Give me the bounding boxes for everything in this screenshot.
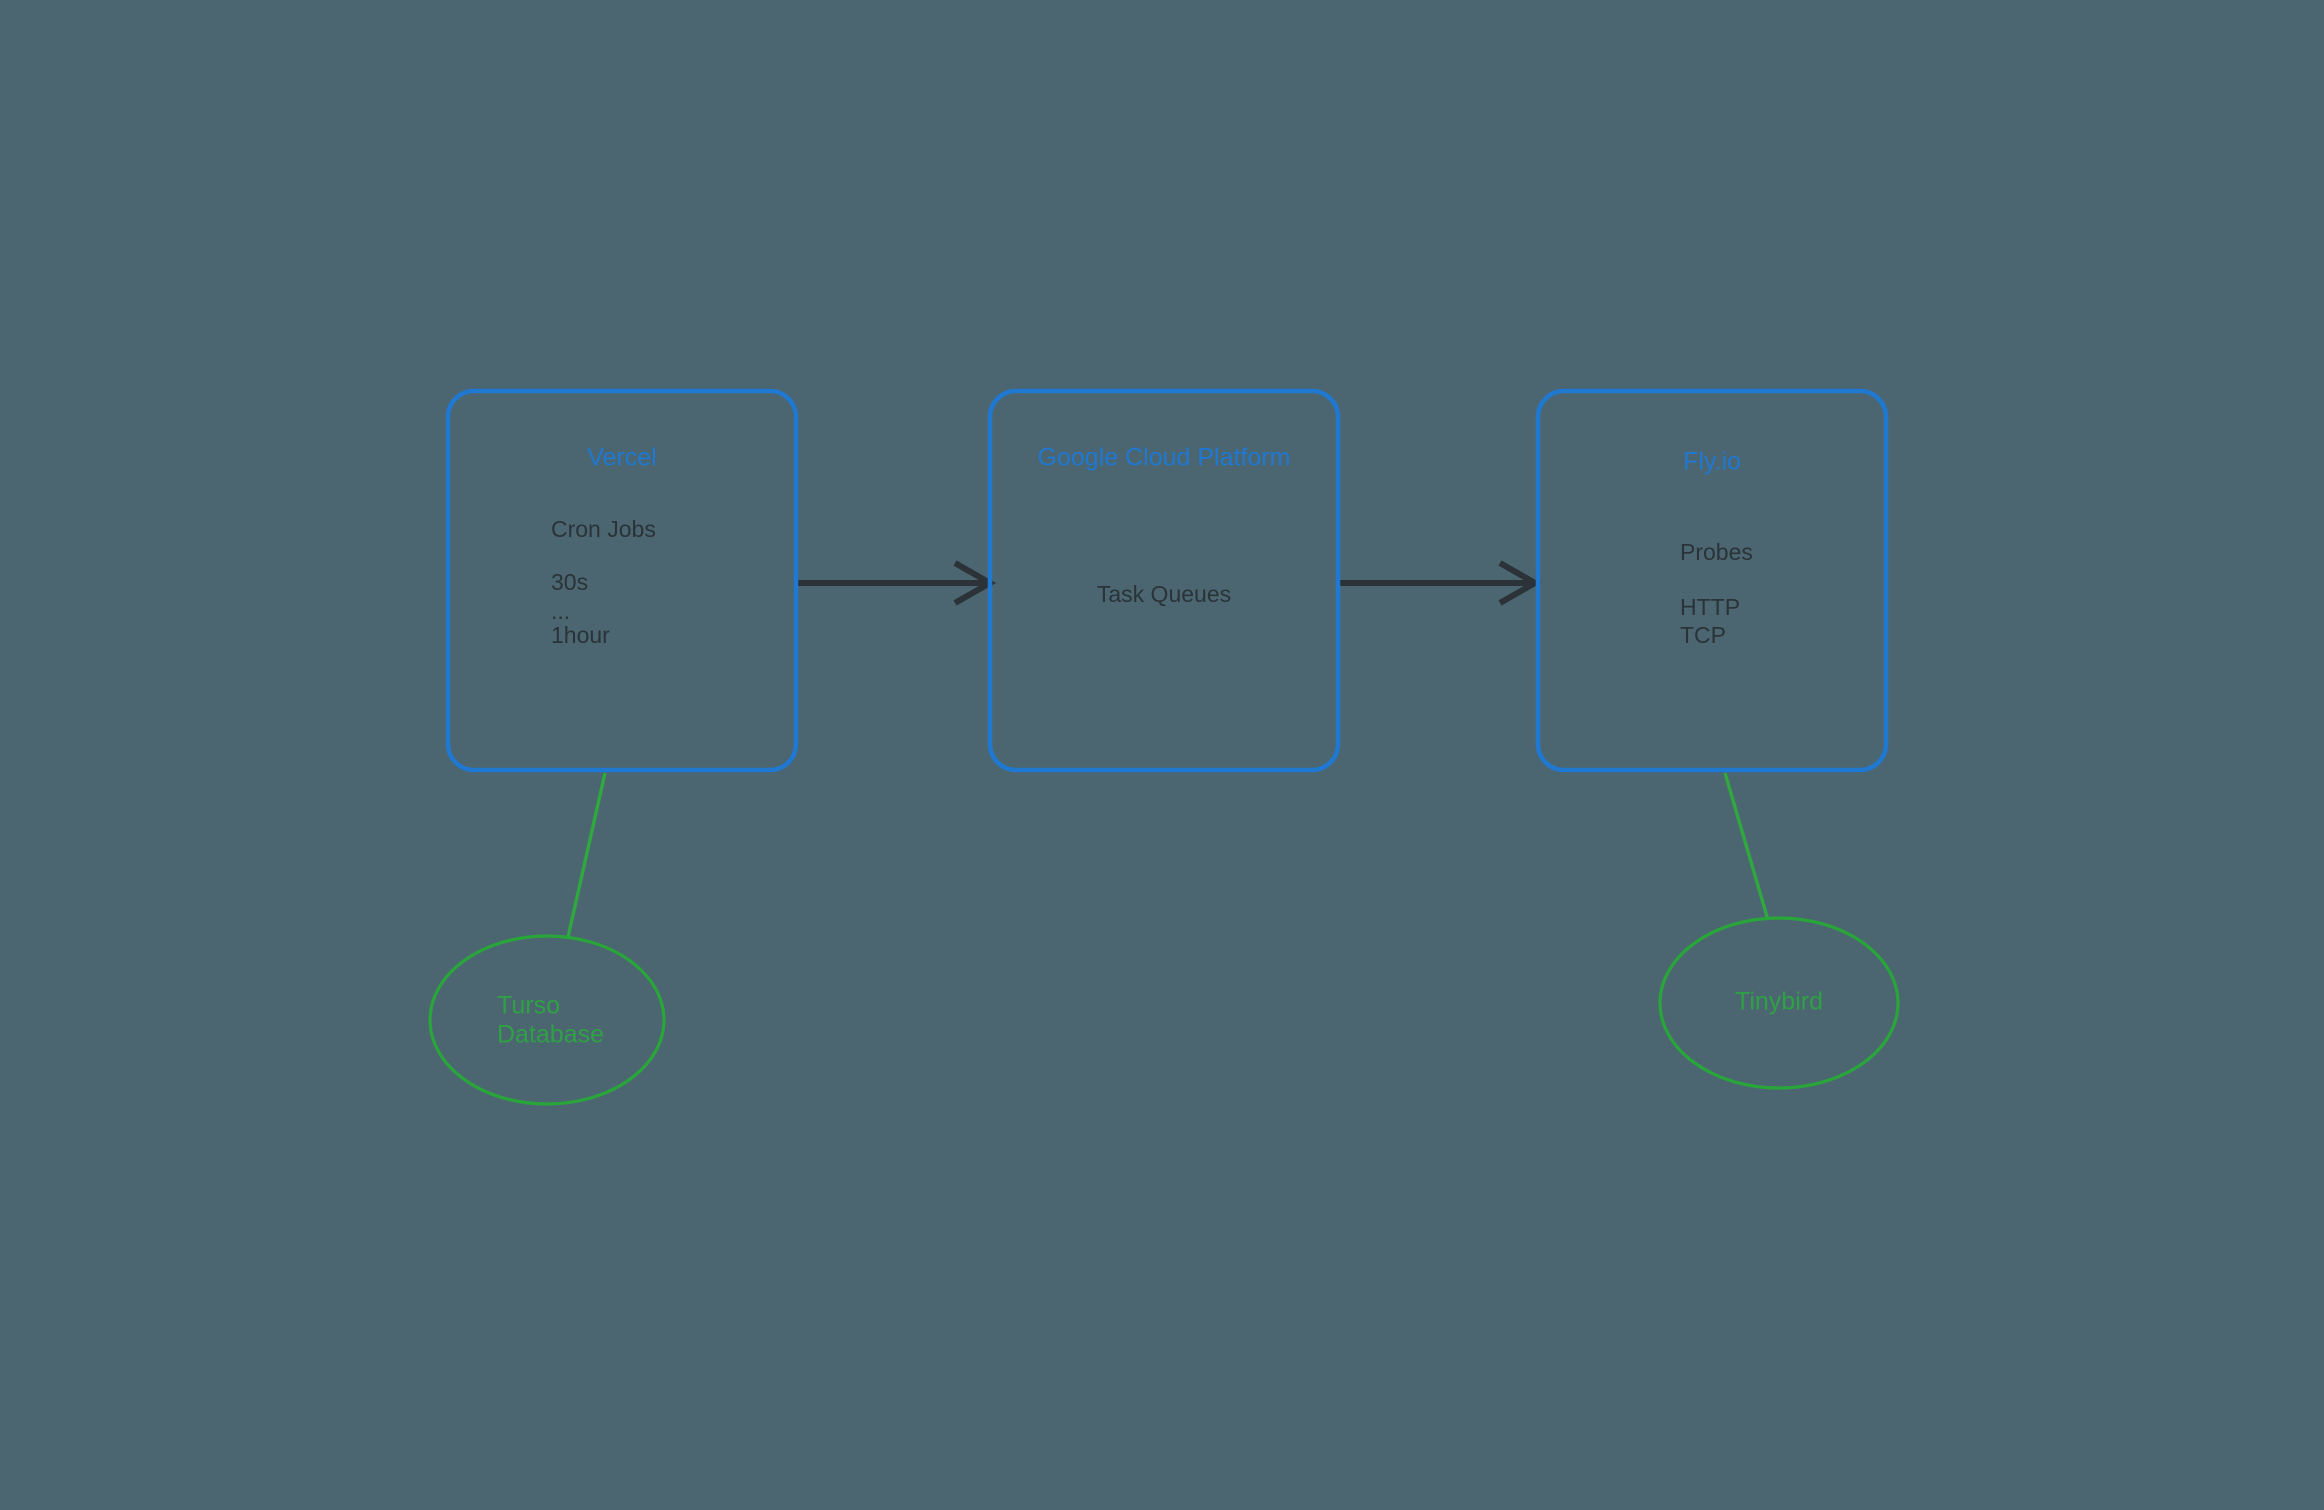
node-turso-database[interactable]: Turso Database: [428, 934, 666, 1106]
node-flyio-body-line-2: HTTP: [1680, 594, 1740, 620]
node-vercel[interactable]: Vercel Cron Jobs 30s ... 1hour: [445, 388, 799, 773]
edge-gcp-to-flyio: [1340, 560, 1542, 606]
node-gcp-title: Google Cloud Platform: [1038, 444, 1291, 472]
node-vercel-body-line-3: ...: [551, 598, 570, 624]
node-turso-outline[interactable]: [428, 934, 666, 1106]
node-turso-label-line-1: Turso: [497, 992, 560, 1020]
node-turso-label-line-2: Database: [497, 1021, 604, 1049]
node-flyio-outline[interactable]: [1535, 388, 1889, 773]
node-flyio[interactable]: Fly.io Probes HTTP TCP: [1535, 388, 1889, 773]
edge-vercel-to-gcp: [795, 560, 997, 606]
node-vercel-outline[interactable]: [445, 388, 799, 773]
link-shaft: [566, 772, 607, 938]
node-vercel-body-line-1: Cron Jobs: [551, 516, 656, 542]
node-google-cloud-platform[interactable]: Google Cloud Platform Task Queues: [987, 388, 1341, 773]
edge-vercel-to-turso: [566, 772, 607, 938]
node-vercel-title: Vercel: [587, 444, 656, 472]
arrow-head-icon: [1498, 560, 1542, 606]
node-vercel-body-line-4: 1hour: [551, 622, 610, 648]
node-vercel-body-line-2: 30s: [551, 569, 588, 595]
node-flyio-body-line-3: TCP: [1680, 622, 1726, 648]
node-tinybird-label-line-1: Tinybird: [1735, 988, 1823, 1016]
node-flyio-body-line-1: Probes: [1680, 539, 1753, 565]
edge-flyio-to-tinybird: [1723, 772, 1770, 921]
node-flyio-title: Fly.io: [1683, 448, 1741, 476]
node-tinybird-outline[interactable]: [1658, 916, 1900, 1090]
node-tinybird[interactable]: Tinybird: [1658, 916, 1900, 1090]
node-gcp-body-line-1: Task Queues: [1097, 581, 1231, 607]
link-shaft: [1723, 772, 1770, 921]
node-gcp-outline[interactable]: [987, 388, 1341, 773]
